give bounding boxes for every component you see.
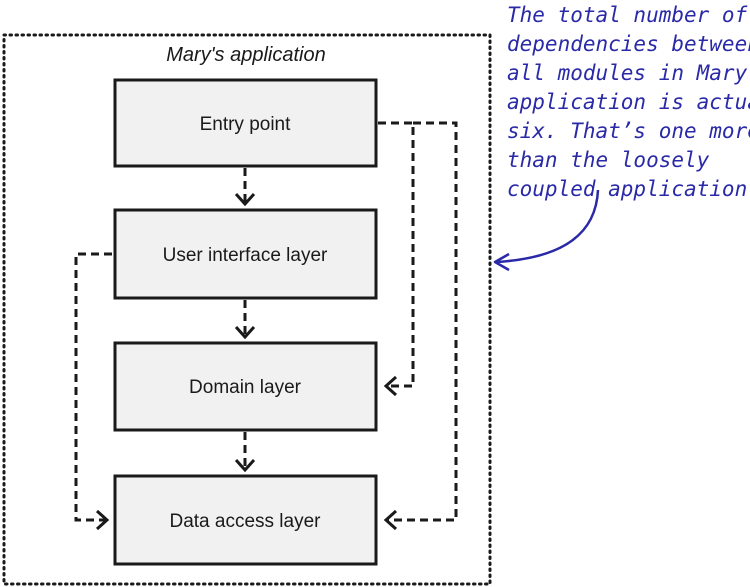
dependency-entry-to-data bbox=[383, 121, 458, 531]
dependency-domain-to-data bbox=[234, 432, 256, 473]
domain-layer-label: Domain layer bbox=[189, 377, 302, 398]
dependency-ui-to-domain bbox=[234, 300, 256, 340]
dependency-entry-to-domain bbox=[378, 121, 415, 397]
dependency-entry-to-ui bbox=[234, 168, 256, 207]
dependency-ui-to-data bbox=[74, 252, 112, 531]
annotation-note: The total number of dependencies between… bbox=[507, 3, 750, 143]
annotation-line: coupled application. bbox=[507, 177, 750, 201]
user-interface-layer-label: User interface layer bbox=[163, 245, 328, 266]
entry-point-label: Entry point bbox=[200, 114, 292, 135]
user-interface-layer-box: User interface layer bbox=[113, 208, 378, 300]
domain-layer-box: Domain layer bbox=[113, 341, 378, 432]
data-access-layer-box: Data access layer bbox=[113, 474, 378, 566]
application-boundary bbox=[2, 33, 492, 586]
annotation-line: than the loosely bbox=[507, 148, 710, 172]
annotation-line: application is actually bbox=[507, 90, 750, 114]
annotation-line: The total number of bbox=[507, 3, 748, 27]
application-title: Mary's application bbox=[166, 44, 325, 66]
annotation-pointer-arrow bbox=[493, 189, 600, 272]
annotation-line: six. That’s one more bbox=[507, 119, 750, 143]
annotation-line: dependencies between bbox=[507, 32, 750, 56]
entry-point-box: Entry point bbox=[113, 78, 378, 168]
data-access-layer-label: Data access layer bbox=[169, 511, 321, 532]
annotation-line: all modules in Mary’s bbox=[507, 61, 750, 85]
